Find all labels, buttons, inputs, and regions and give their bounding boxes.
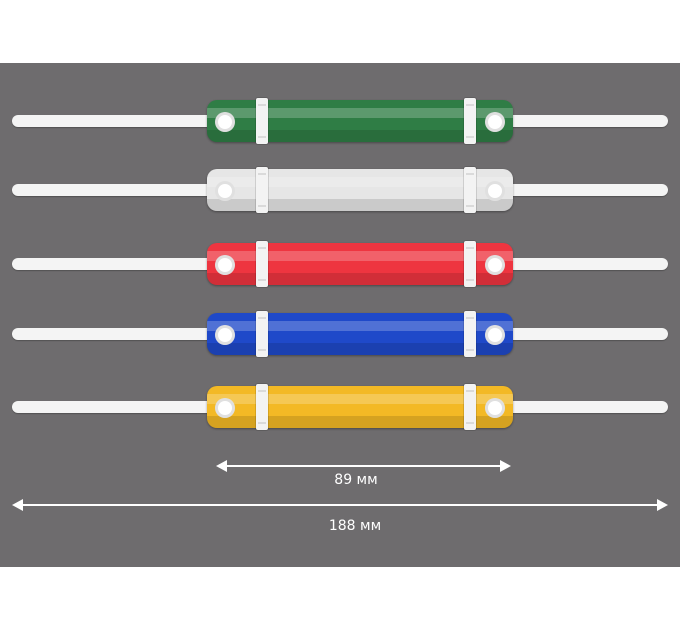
strip-hole-right — [485, 255, 505, 275]
strip-hole-right — [485, 325, 505, 345]
strip-hole-right — [485, 112, 505, 132]
fastener-clip-left — [256, 98, 268, 144]
dimension-label-long: 188 мм — [328, 518, 382, 534]
fastener-yellow — [0, 384, 680, 430]
arrowhead-right-icon — [657, 499, 668, 511]
fastener-pin-right — [490, 258, 668, 270]
fastener-pin-left — [12, 115, 234, 127]
fastener-clip-left — [256, 241, 268, 287]
arrowhead-left-icon — [12, 499, 23, 511]
fastener-blue — [0, 311, 680, 357]
fastener-pin-right — [490, 401, 668, 413]
fastener-pin-left — [12, 328, 234, 340]
fastener-clip-right — [464, 384, 476, 430]
fastener-pin-left — [12, 258, 234, 270]
fastener-pin-left — [12, 184, 234, 196]
strip-hole-left — [215, 255, 235, 275]
arrowhead-left-icon — [216, 460, 227, 472]
fastener-clip-right — [464, 167, 476, 213]
fastener-clip-left — [256, 167, 268, 213]
fastener-pin-right — [490, 328, 668, 340]
fastener-clip-right — [464, 98, 476, 144]
fastener-pin-left — [12, 401, 234, 413]
product-photo-panel: 89 мм 188 мм — [0, 63, 680, 567]
fastener-white — [0, 167, 680, 213]
fastener-clip-left — [256, 384, 268, 430]
strip-hole-left — [215, 112, 235, 132]
strip-hole-right — [485, 398, 505, 418]
fastener-pin-right — [490, 184, 668, 196]
strip-hole-right — [485, 181, 505, 201]
strip-hole-left — [215, 325, 235, 345]
strip-hole-left — [215, 181, 235, 201]
fastener-clip-right — [464, 241, 476, 287]
fastener-pin-right — [490, 115, 668, 127]
fastener-green — [0, 98, 680, 144]
strip-hole-left — [215, 398, 235, 418]
dimension-arrow-long — [12, 498, 668, 512]
dimension-label-short: 89 мм — [334, 472, 378, 488]
fastener-clip-right — [464, 311, 476, 357]
fastener-red — [0, 241, 680, 287]
arrowhead-right-icon — [500, 460, 511, 472]
dimension-arrow-short — [216, 459, 511, 473]
fastener-clip-left — [256, 311, 268, 357]
